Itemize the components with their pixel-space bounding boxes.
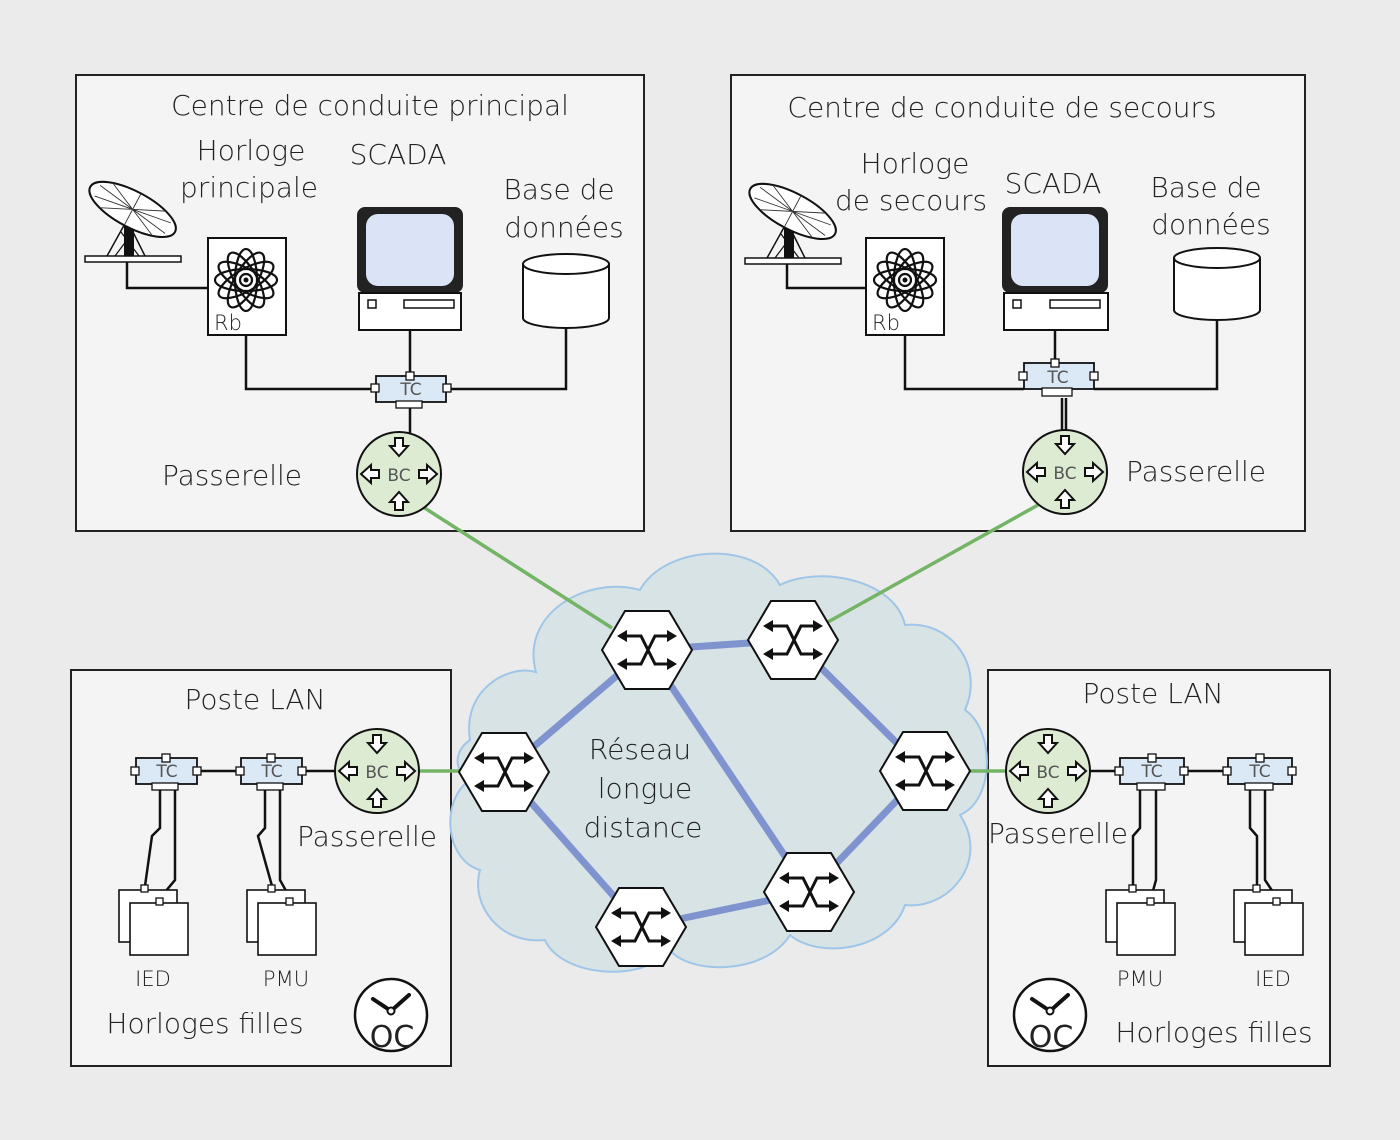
switch-icon — [600, 610, 694, 690]
wan-switches — [457, 600, 972, 967]
main-control-center: Centre de conduite principal Horloge pri… — [80, 89, 624, 517]
left-slave-clocks-label: Horloges filles — [106, 1007, 303, 1040]
main-scada-label: SCADA — [350, 138, 447, 171]
backup-rb-label: Rb — [872, 311, 900, 335]
right-oc-label: OC — [1029, 1020, 1074, 1055]
main-clock-label-2: principale — [180, 171, 318, 204]
transparent-clock: TC — [1114, 753, 1189, 791]
boundary-clock-gateway: BC — [1022, 429, 1108, 515]
transparent-clock: TC — [370, 371, 452, 409]
right-bc-label: BC — [1036, 763, 1059, 783]
backup-clock-label-2: de secours — [835, 184, 987, 217]
left-substation-title: Poste LAN — [184, 683, 325, 716]
transparent-clock: TC — [235, 753, 307, 791]
left-device-2-label: PMU — [263, 967, 309, 991]
main-center-title: Centre de conduite principal — [171, 89, 569, 122]
scada-workstation-icon — [357, 207, 463, 331]
transparent-clock: TC — [1222, 753, 1297, 791]
backup-gateway-label: Passerelle — [1126, 455, 1266, 488]
boundary-clock-gateway: BC — [1005, 728, 1091, 814]
ied-device — [118, 884, 189, 956]
right-device-2-label: IED — [1255, 967, 1291, 991]
backup-clock-label-1: Horloge — [861, 147, 970, 180]
boundary-clock-gateway: BC — [334, 728, 420, 814]
right-device-1-label: PMU — [1117, 967, 1163, 991]
database-icon — [522, 253, 610, 329]
left-tc-1-label: TC — [155, 762, 177, 782]
pmu-device — [1105, 884, 1176, 956]
gateway-links — [419, 503, 1039, 773]
backup-control-center: Centre de conduite de secours Horloge de… — [740, 91, 1271, 515]
main-rb-label: Rb — [214, 311, 242, 335]
left-oc-label: OC — [370, 1020, 415, 1055]
switch-icon — [594, 887, 688, 967]
transparent-clock: TC — [1018, 358, 1099, 397]
main-gateway-label: Passerelle — [162, 459, 302, 492]
backup-center-title: Centre de conduite de secours — [787, 91, 1216, 124]
main-db-label-1: Base de — [503, 173, 614, 206]
left-tc-2-label: TC — [260, 762, 282, 782]
backup-db-label-1: Base de — [1150, 171, 1261, 204]
scada-workstation-icon — [1002, 207, 1109, 331]
right-tc-2-label: TC — [1248, 762, 1270, 782]
database-icon — [1173, 247, 1261, 321]
ied-device — [1233, 884, 1304, 956]
right-slave-clocks-label: Horloges filles — [1115, 1016, 1312, 1049]
pmu-device — [246, 884, 317, 956]
backup-bc-label: BC — [1053, 464, 1076, 484]
network-label-line-3: distance — [584, 811, 703, 844]
network-label-line-2: longue — [598, 772, 692, 805]
left-gateway-label: Passerelle — [297, 820, 437, 853]
main-db-label-2: données — [504, 211, 623, 244]
boundary-clock-gateway: BC — [356, 431, 442, 517]
right-substation-title: Poste LAN — [1082, 677, 1223, 710]
left-device-1-label: IED — [135, 967, 171, 991]
right-substation: Poste LAN TC TC BC — [988, 677, 1313, 1055]
switch-icon — [878, 731, 972, 811]
right-tc-1-label: TC — [1140, 762, 1162, 782]
backup-db-label-2: données — [1151, 208, 1270, 241]
backup-scada-label: SCADA — [1005, 167, 1102, 200]
switch-icon — [762, 852, 856, 932]
network-label-line-1: Réseau — [589, 733, 691, 766]
main-bc-label: BC — [387, 466, 410, 486]
main-clock-label-1: Horloge — [197, 134, 306, 167]
switch-icon — [457, 732, 551, 812]
main-tc-label: TC — [399, 380, 421, 400]
backup-tc-label: TC — [1046, 368, 1068, 388]
right-gateway-label: Passerelle — [988, 817, 1128, 850]
left-bc-label: BC — [365, 763, 388, 783]
transparent-clock: TC — [130, 753, 202, 791]
left-substation: Poste LAN TC TC — [106, 683, 437, 1055]
switch-icon — [746, 600, 840, 680]
